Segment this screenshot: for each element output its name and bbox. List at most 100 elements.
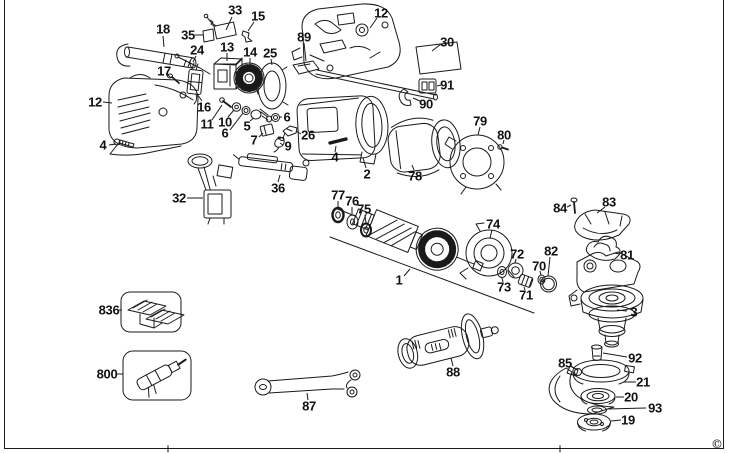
plate-35-drawing	[202, 28, 215, 43]
housing-left-drawing	[108, 74, 199, 156]
leader-line-6a	[229, 112, 244, 131]
leader-line-88	[450, 357, 454, 367]
border-tick-marks	[167, 445, 561, 453]
screw-80-drawing	[497, 144, 509, 151]
part-label-30: 30	[440, 35, 454, 50]
leader-line-78	[411, 164, 415, 171]
leader-line-71	[523, 286, 526, 291]
rod-89-drawing	[292, 60, 438, 101]
leader-line-3	[616, 309, 628, 312]
leader-line-91	[436, 84, 442, 87]
bracket-26-drawing	[279, 125, 298, 141]
part-label-12a: 12	[374, 6, 388, 21]
leader-line-25	[270, 58, 273, 66]
leader-line-92	[602, 352, 628, 358]
leader-line-85	[570, 365, 578, 371]
part-label-82: 82	[544, 244, 558, 259]
part-label-91: 91	[440, 78, 454, 93]
leader-line-24	[192, 55, 197, 63]
part-label-26: 26	[301, 128, 315, 143]
pin-4-right-drawing	[328, 137, 348, 145]
part-label-74: 74	[486, 217, 501, 232]
leader-line-93	[606, 407, 647, 410]
part-label-18: 18	[156, 22, 170, 37]
part-label-13: 13	[220, 40, 234, 55]
leader-line-1	[403, 268, 411, 277]
part-label-87: 87	[302, 399, 316, 414]
service-kit-800-drawing	[122, 350, 192, 401]
screw-4-left-drawing	[113, 138, 135, 148]
slide-lever-36-drawing	[233, 153, 308, 181]
part-label-70: 70	[532, 259, 546, 274]
guard-clamp-85-drawing	[566, 359, 635, 385]
part-label-19: 19	[621, 413, 635, 428]
part-label-25: 25	[263, 46, 277, 61]
part-label-36: 36	[271, 181, 285, 196]
spindle-92-drawing	[591, 344, 603, 361]
switch-32-drawing	[187, 153, 234, 225]
leader-line-73	[501, 277, 504, 283]
leader-line-81	[613, 252, 621, 255]
wire-clip-81-drawing	[585, 235, 621, 261]
pinion-71-drawing	[517, 273, 534, 288]
screw-11-drawing	[219, 97, 232, 108]
part-label-75: 75	[357, 202, 371, 217]
part-label-9: 9	[285, 139, 292, 154]
part-label-93: 93	[648, 401, 662, 416]
part-label-32: 32	[172, 191, 186, 206]
brush-holder-16-drawing	[186, 69, 204, 105]
part-label-16: 16	[197, 100, 211, 115]
leader-line-17	[167, 74, 172, 79]
fan-14-drawing	[233, 62, 265, 94]
leader-line-72	[514, 258, 517, 264]
label-plate-30-drawing	[415, 41, 462, 75]
switch-part-91-drawing	[418, 78, 437, 94]
leader-line-90	[412, 97, 421, 102]
leader-line-74	[489, 229, 493, 239]
part-label-800: 800	[97, 367, 118, 382]
leader-line-12a	[369, 17, 378, 29]
screw-84-drawing	[570, 197, 578, 214]
leader-line-11	[211, 104, 223, 121]
leader-line-5	[249, 117, 255, 122]
part-label-35: 35	[181, 28, 195, 43]
part-label-79: 79	[473, 114, 487, 129]
leader-line-80	[502, 139, 505, 145]
service-kit-836-drawing	[120, 291, 185, 333]
leader-line-10	[227, 109, 235, 118]
part-label-21: 21	[636, 375, 650, 390]
leader-line-4a	[108, 143, 117, 146]
part-label-73: 73	[497, 280, 511, 295]
part-label-76: 76	[345, 194, 359, 209]
wheel-guard-21-drawing	[548, 367, 615, 415]
part-label-6b: 6	[284, 110, 291, 125]
part-label-17: 17	[157, 64, 171, 79]
part-label-1: 1	[396, 273, 403, 288]
leader-line-26	[295, 130, 302, 135]
o-ring-82-drawing	[540, 275, 557, 293]
leader-line-12b	[102, 101, 113, 104]
leader-line-75	[364, 214, 367, 224]
leader-line-79	[477, 126, 481, 136]
part-label-24: 24	[190, 43, 205, 58]
part-label-90: 90	[419, 97, 433, 112]
gearcase-3-drawing	[568, 251, 644, 348]
part-label-92: 92	[628, 351, 642, 366]
leader-line-4b	[334, 145, 337, 153]
part-label-72: 72	[510, 247, 524, 262]
part-label-6a: 6	[222, 126, 229, 141]
leader-line-89	[303, 42, 307, 62]
leader-line-9	[279, 142, 284, 146]
clamp-nut-19-drawing	[577, 413, 611, 432]
brush-lead-33-drawing	[203, 13, 237, 40]
rod-spring-24-drawing	[174, 53, 211, 75]
part-label-89: 89	[297, 30, 311, 45]
part-label-15: 15	[251, 9, 265, 24]
part-label-2: 2	[364, 167, 371, 182]
part-label-85: 85	[558, 356, 572, 371]
housing-top-drawing	[291, 3, 401, 80]
leader-line-82	[547, 256, 551, 277]
screw-17-drawing	[167, 73, 180, 84]
part-label-10: 10	[218, 115, 232, 130]
